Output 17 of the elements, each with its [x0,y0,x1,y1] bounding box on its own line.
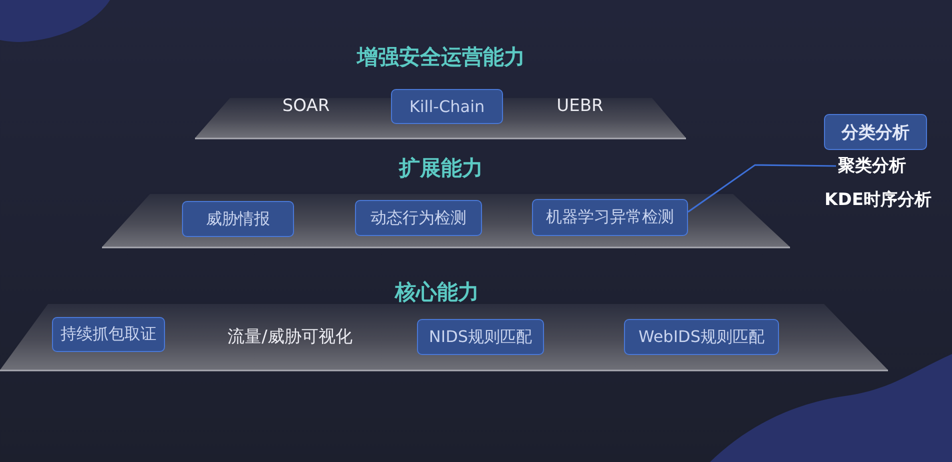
capability-box: 分类分析 [824,114,927,150]
capability-label: SOAR [282,95,330,117]
analysis-label: 聚类分析 [838,155,906,177]
capability-box: 动态行为检测 [355,200,482,236]
capability-box: Kill-Chain [391,89,503,124]
capability-box: 机器学习异常检测 [532,199,688,236]
tier-title: 增强安全运营能力 [357,44,525,70]
capability-label: UEBR [556,95,604,117]
tier-title: 核心能力 [395,279,479,305]
tier-title: 扩展能力 [399,155,483,181]
leader-line [688,164,836,213]
capability-box: 持续抓包取证 [52,317,165,352]
capability-box: 威胁情报 [182,201,294,237]
capability-label: 流量/威胁可视化 [228,326,352,348]
analysis-label: KDE时序分析 [824,189,932,211]
capability-box: WebIDS规则匹配 [624,319,779,355]
capability-box: NIDS规则匹配 [417,319,544,355]
